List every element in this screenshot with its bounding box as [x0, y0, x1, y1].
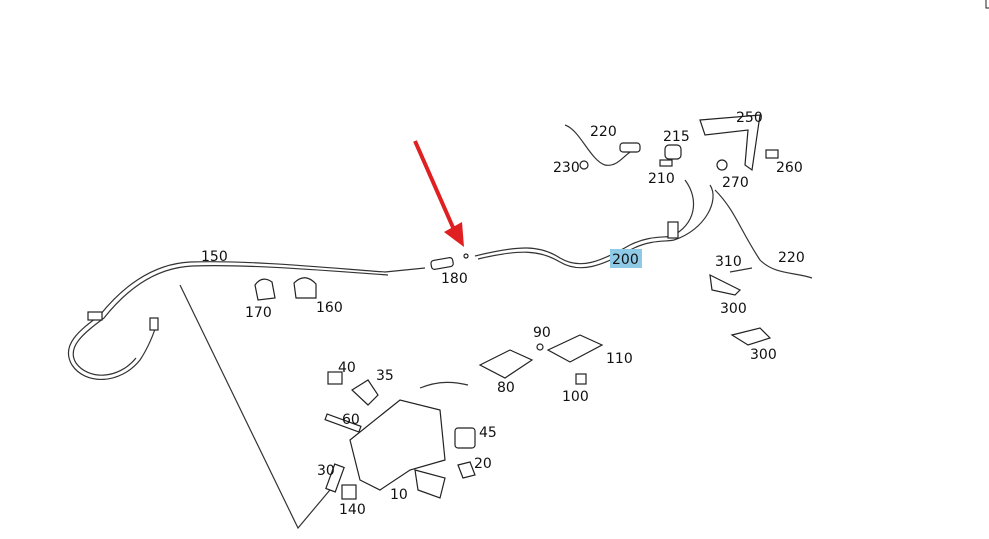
- label-90[interactable]: 90: [533, 325, 551, 341]
- bracket-250: [699, 114, 761, 172]
- label-220-lower[interactable]: 220: [778, 250, 805, 266]
- bolt-260: [765, 149, 779, 159]
- label-215[interactable]: 215: [663, 129, 690, 145]
- cable-end-link: [384, 267, 426, 273]
- highlight-200: [610, 249, 642, 268]
- screw-90: [536, 343, 544, 351]
- label-30[interactable]: 30: [317, 463, 335, 479]
- clip-210: [659, 159, 673, 167]
- label-60[interactable]: 60: [342, 412, 360, 428]
- bolt-230: [579, 160, 589, 170]
- label-100[interactable]: 100: [562, 389, 589, 405]
- pedal-assembly-10: [349, 399, 446, 491]
- part-110: [546, 334, 604, 363]
- red-arrow-icon: [413, 140, 464, 247]
- cable-150-inner: [72, 265, 389, 376]
- label-180[interactable]: 180: [441, 271, 468, 287]
- bolt-60: [324, 413, 362, 433]
- label-200[interactable]: 200: [612, 252, 639, 268]
- part-140: [341, 484, 357, 500]
- label-150[interactable]: 150: [201, 249, 228, 265]
- cable-end: [149, 317, 159, 331]
- part-20: [457, 461, 476, 479]
- clip-170: [254, 278, 276, 301]
- label-170[interactable]: 170: [245, 305, 272, 321]
- label-300-a[interactable]: 300: [720, 301, 747, 317]
- label-220-upper[interactable]: 220: [590, 124, 617, 140]
- cable-220-upper: [564, 124, 641, 166]
- part-30: [325, 463, 345, 493]
- label-310[interactable]: 310: [715, 254, 742, 270]
- part-35: [351, 379, 379, 406]
- label-230[interactable]: 230: [553, 160, 580, 176]
- label-40[interactable]: 40: [338, 360, 356, 376]
- label-110[interactable]: 110: [606, 351, 633, 367]
- label-80[interactable]: 80: [497, 380, 515, 396]
- connector-dot: [463, 253, 469, 259]
- label-160[interactable]: 160: [316, 300, 343, 316]
- cable-220-end: [619, 142, 641, 153]
- corner-mark: [985, 0, 989, 9]
- switch-80: [478, 349, 534, 379]
- label-35[interactable]: 35: [376, 368, 394, 384]
- cable-220-lower: [714, 189, 813, 279]
- connector-180: [430, 257, 454, 270]
- bolt-40: [327, 371, 343, 385]
- leader-line: [179, 284, 341, 530]
- part-45: [454, 427, 476, 449]
- label-140[interactable]: 140: [339, 502, 366, 518]
- cable-200: [474, 235, 673, 265]
- bracket-300-b: [730, 327, 772, 346]
- label-10[interactable]: 10: [390, 487, 408, 503]
- cable-200-branch-b: [673, 184, 714, 241]
- pedal-pad: [414, 469, 446, 499]
- pin-310: [729, 267, 753, 273]
- screw-100: [575, 373, 587, 385]
- bushing-215: [664, 144, 682, 160]
- bracket-300: [709, 273, 742, 296]
- label-260[interactable]: 260: [776, 160, 803, 176]
- cable-junction: [667, 221, 679, 239]
- label-250[interactable]: 250: [736, 110, 763, 126]
- clip-160: [293, 277, 317, 299]
- label-210[interactable]: 210: [648, 171, 675, 187]
- cable-200-b: [477, 239, 675, 269]
- label-20[interactable]: 20: [474, 456, 492, 472]
- nut-270: [716, 159, 728, 171]
- label-300-b[interactable]: 300: [750, 347, 777, 363]
- release-cable: [419, 381, 469, 389]
- label-45[interactable]: 45: [479, 425, 497, 441]
- cable-clip: [87, 311, 103, 321]
- label-270[interactable]: 270: [722, 175, 749, 191]
